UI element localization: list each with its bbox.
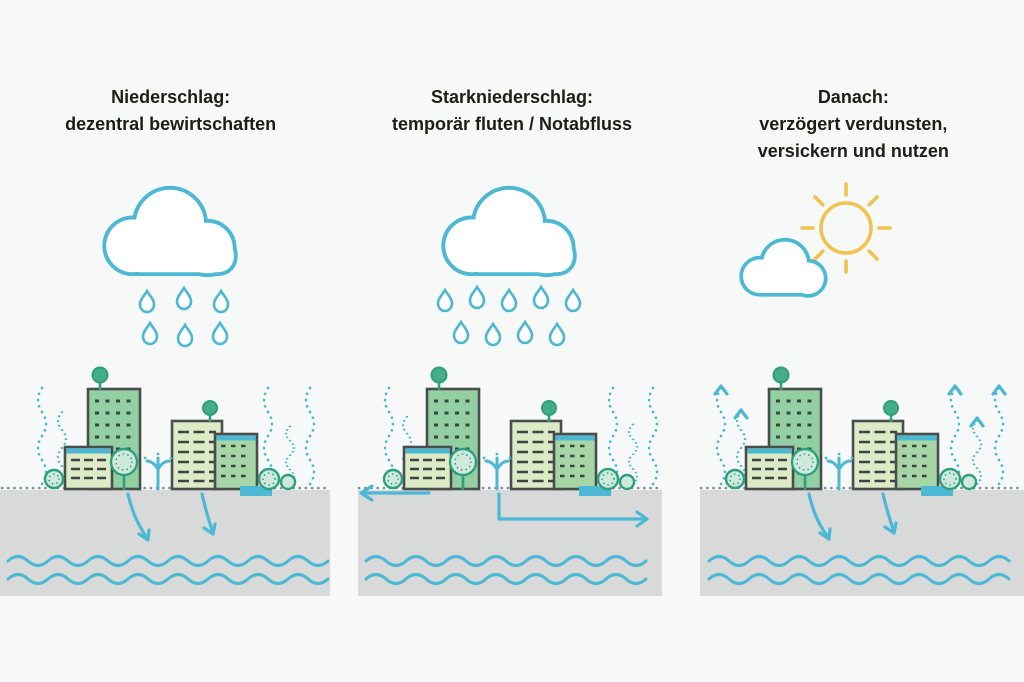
raindrop-icon xyxy=(175,286,193,311)
infiltration-arrows xyxy=(807,492,898,541)
groundwater-wave xyxy=(707,573,1011,585)
panel-title: Danach: verzögert verdunsten, versickern… xyxy=(757,87,949,161)
panel-title: Starkniederschlag: temporär fluten / Not… xyxy=(391,87,632,134)
panel-niederschlag: Niederschlag: dezentral bewirtschaften xyxy=(0,0,341,682)
surface-runoff-arrows xyxy=(359,484,649,528)
sun-icon xyxy=(799,182,892,274)
raindrops xyxy=(138,286,230,348)
ground xyxy=(699,486,1024,596)
city-illustration xyxy=(382,365,636,498)
evaporation-squiggle xyxy=(36,386,48,486)
panel-starkniederschlag: Starkniederschlag: temporär fluten / Not… xyxy=(341,0,682,682)
groundwater-wave xyxy=(6,555,330,567)
evaporation-squiggle xyxy=(971,419,982,486)
evaporation-arrows xyxy=(713,384,1007,486)
ground xyxy=(358,486,663,596)
heavy-rain-cloud-icon xyxy=(446,190,574,274)
raindrop-icon xyxy=(176,323,194,348)
raindrop-icon xyxy=(212,289,230,314)
infiltration-arrow xyxy=(881,492,896,534)
raindrop-icon xyxy=(533,285,550,310)
panel-starkniederschlag-illustration xyxy=(358,0,663,596)
groundwater-wave xyxy=(6,573,330,585)
cloud-icon xyxy=(743,242,824,294)
raindrop-icon xyxy=(141,321,159,346)
raindrop-icon xyxy=(453,320,470,345)
rain-cloud-icon xyxy=(106,190,234,274)
raindrop-icon xyxy=(501,288,518,313)
raindrop-icon xyxy=(549,322,566,347)
evaporation-squiggle xyxy=(715,386,726,486)
raindrop-icon xyxy=(138,289,156,314)
raindrop-icon xyxy=(469,285,486,310)
raindrop-icon xyxy=(437,288,454,313)
raindrop-icon xyxy=(485,322,502,347)
groundwater-wave xyxy=(364,573,648,585)
panel-title: Niederschlag: dezentral bewirtschaften xyxy=(65,87,277,134)
evaporation-squiggle xyxy=(648,386,659,486)
raindrop-icon xyxy=(211,321,229,346)
raindrop-icon xyxy=(565,288,582,313)
panel-niederschlag-illustration xyxy=(0,0,331,596)
infiltration-arrow xyxy=(200,492,215,535)
panel-danach-illustration xyxy=(699,182,1024,596)
panel-danach: Danach: verzögert verdunsten, versickern… xyxy=(683,0,1024,682)
runoff-arrow xyxy=(497,492,647,521)
raindrops xyxy=(437,285,582,347)
evaporation-squiggle xyxy=(993,386,1004,486)
infiltration-arrow xyxy=(807,492,831,540)
city-illustration xyxy=(724,365,978,498)
evaporation-squiggle xyxy=(304,386,316,486)
groundwater-wave xyxy=(364,555,648,567)
city-illustration xyxy=(43,365,297,498)
infiltration-arrows xyxy=(126,492,217,542)
infiltration-arrow xyxy=(126,492,150,541)
groundwater-wave xyxy=(707,555,1011,567)
ground xyxy=(0,486,331,596)
raindrop-icon xyxy=(517,320,534,345)
